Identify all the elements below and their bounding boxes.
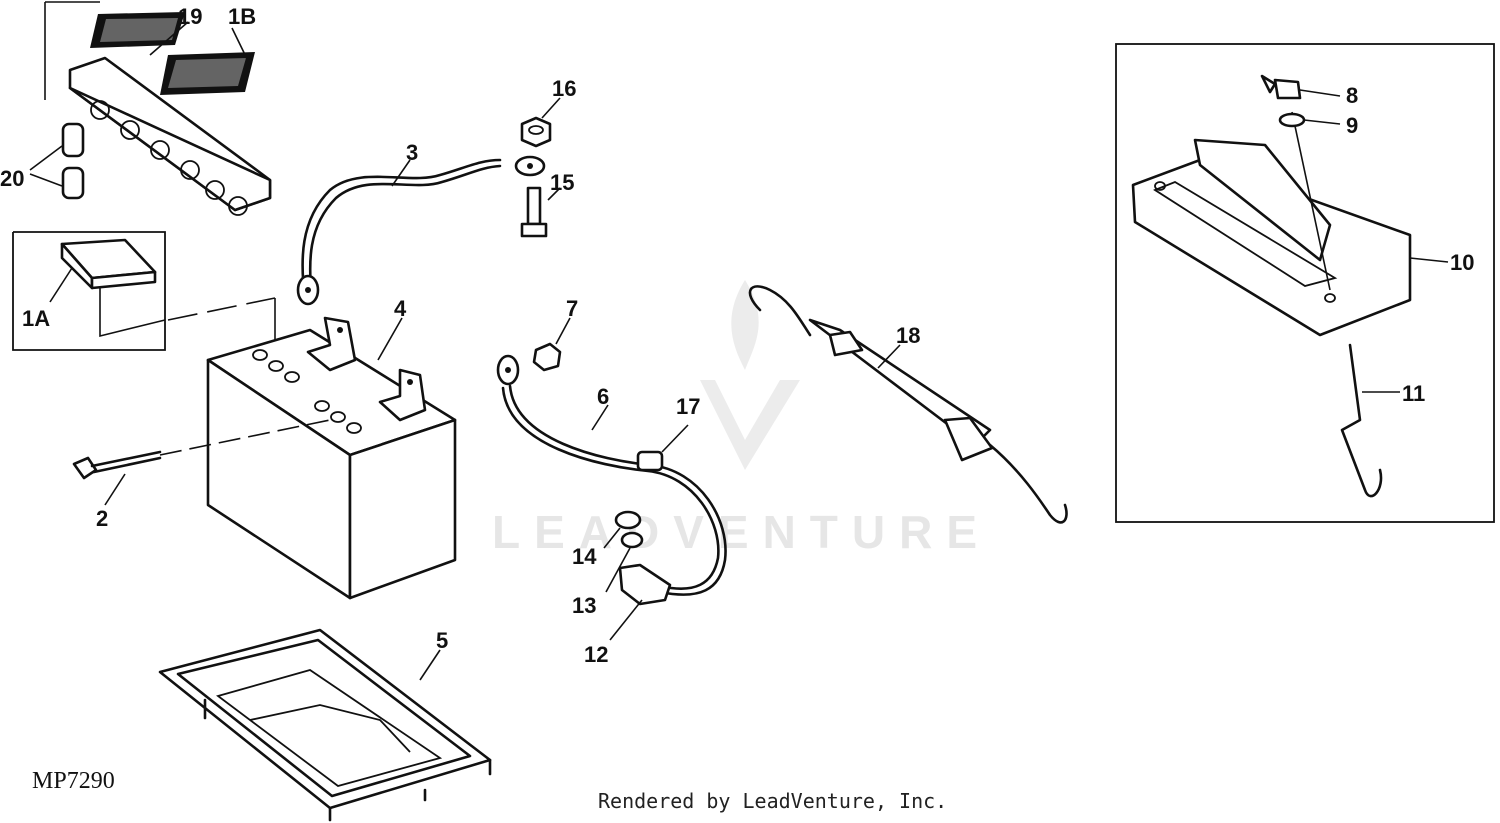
part-3-cable [296,155,546,306]
callout-9: 9 [1346,113,1358,138]
part-12-14-terminal [603,510,672,641]
callout-18: 18 [896,323,920,348]
callout-6: 6 [597,384,609,409]
callout-20: 20 [0,166,24,191]
watermark-text: LEADVENTURE [492,506,991,558]
callout-7: 7 [566,296,578,321]
callout-4: 4 [394,296,407,321]
part-4-battery [206,316,457,600]
callout-8: 8 [1346,83,1358,108]
callout-1b: 1B [228,4,256,29]
part-20-terminal-caps [61,122,85,200]
callout-11: 11 [1402,381,1425,406]
callout-10: 10 [1450,250,1474,275]
callout-14: 14 [572,544,597,569]
part-6-cable [496,354,727,596]
callout-13: 13 [572,593,596,618]
part-17-clamp [636,424,689,472]
callout-12: 12 [584,642,608,667]
callout-15: 15 [550,170,574,195]
inset-hold-down [1115,43,1495,523]
callout-19: 19 [178,4,202,29]
part-7-nut [532,342,562,372]
callout-16: 16 [552,76,576,101]
credit-text: Rendered by LeadVenture, Inc. [598,789,947,813]
part-1a-inset [12,231,276,351]
callout-17: 17 [676,394,700,419]
watermark: LEADVENTURE [492,280,991,558]
callout-2: 2 [96,506,108,531]
part-2-bolt [72,419,331,480]
part-1b-cover-strip [68,12,272,216]
callout-3: 3 [406,140,418,165]
part-18-strap [748,285,1068,524]
callout-1a: 1A [22,306,50,331]
drawing-code: MP7290 [32,768,115,794]
part-16-nut [520,116,552,148]
part-15-bolt [520,186,548,238]
part-5-tray [158,628,492,822]
callout-5: 5 [436,628,448,653]
